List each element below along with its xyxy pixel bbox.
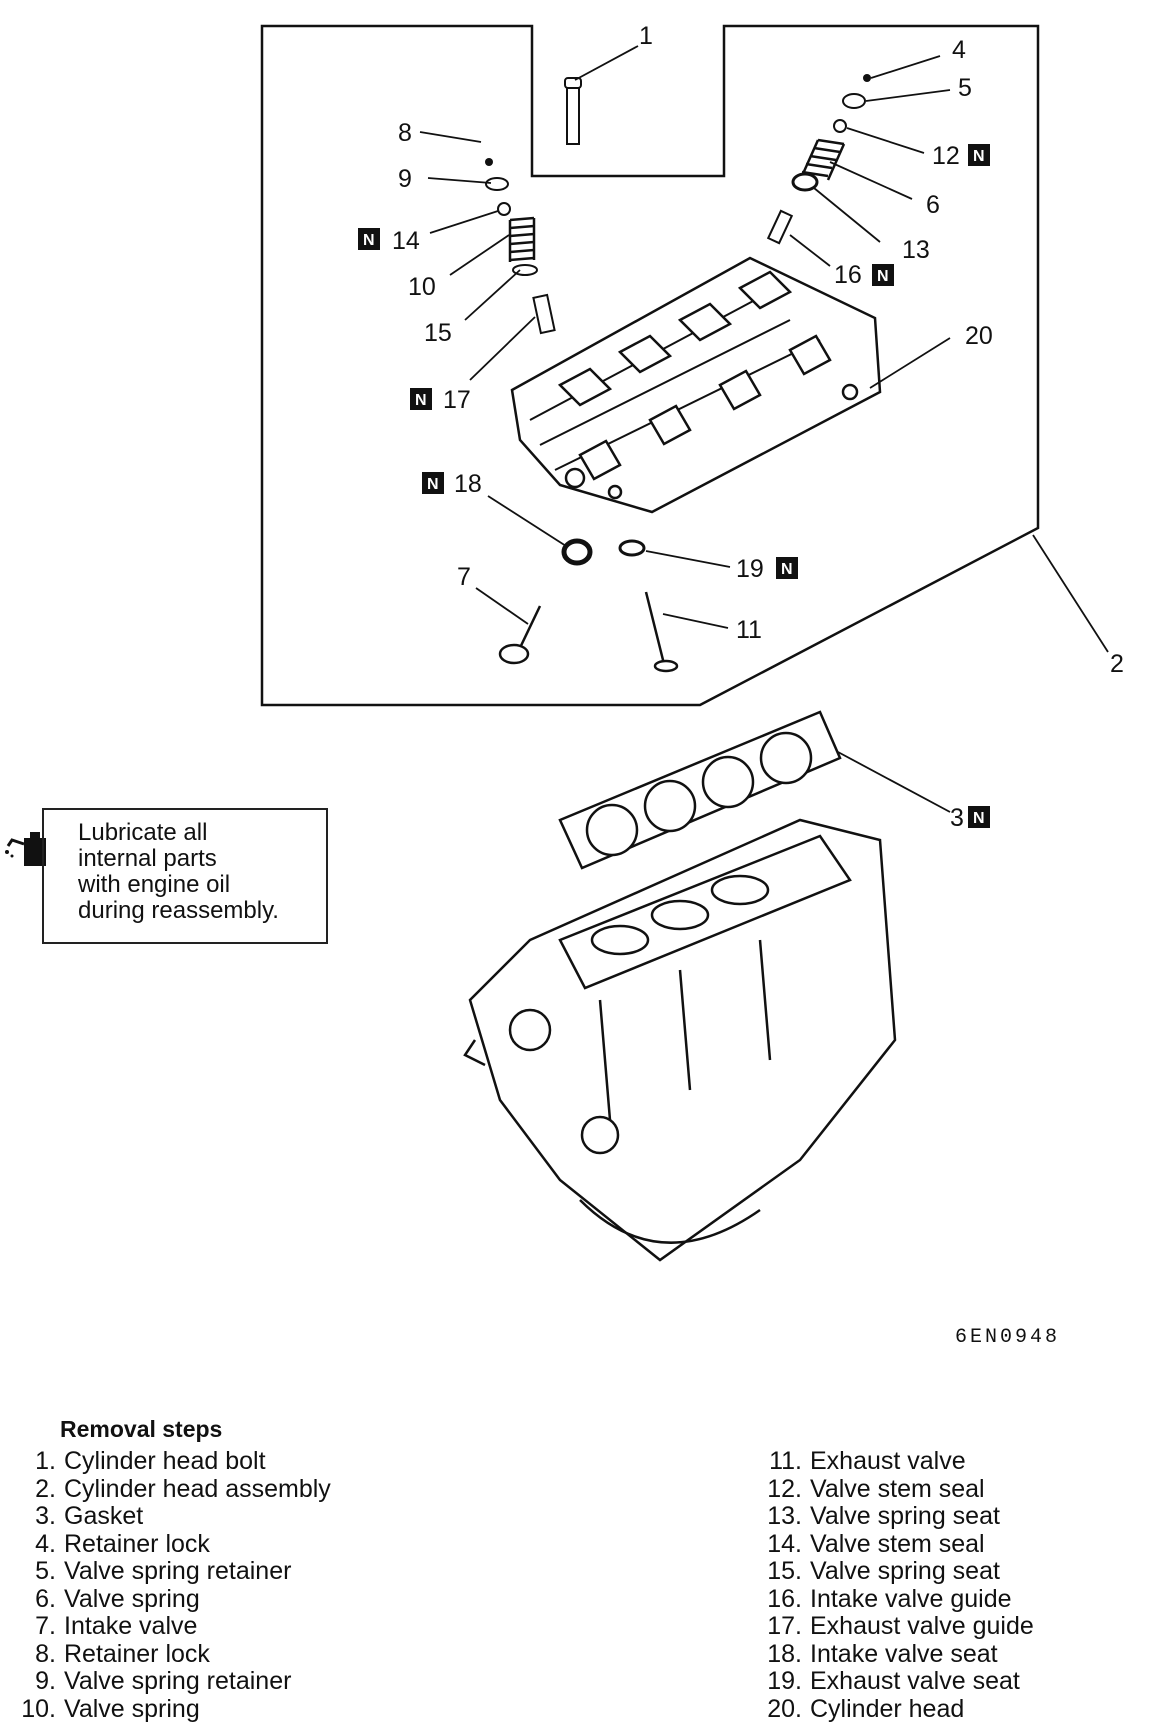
- valve-spring-retainer-part-5: [842, 93, 866, 109]
- callout-5: 5: [958, 74, 972, 102]
- n-marker-16: N: [872, 264, 894, 286]
- callout-3: 3: [950, 804, 964, 832]
- step-item: 2.Cylinder head assembly: [35, 1474, 331, 1503]
- callout-18: 18: [454, 470, 482, 498]
- step-item: 11.Exhaust valve: [769, 1447, 966, 1475]
- svg-text:N: N: [427, 476, 439, 493]
- assembly-frame: [260, 24, 1040, 707]
- intake-valve-seat-part-18: [561, 538, 593, 566]
- removal-steps-left: 1.Cylinder head bolt 2.Cylinder head ass…: [20, 1447, 331, 1723]
- n-marker-18: N: [422, 472, 444, 494]
- step-item: 12.Valve stem seal: [767, 1474, 985, 1503]
- step-item: 10.Valve spring: [21, 1694, 200, 1723]
- step-item: 13.Valve spring seat: [767, 1502, 1000, 1530]
- step-item: 6.Valve spring: [35, 1584, 200, 1613]
- valve-spring-retainer-part-9: [485, 177, 509, 191]
- callout-9: 9: [398, 165, 412, 193]
- n-marker-3: N: [968, 806, 990, 828]
- cylinder-head-bolt: [564, 77, 582, 145]
- removal-steps-title: Removal steps: [60, 1416, 223, 1442]
- callout-14: 14: [392, 227, 420, 255]
- callout-16: 16: [834, 261, 862, 289]
- intake-valve-part-7: [498, 605, 542, 665]
- svg-text:N: N: [973, 148, 985, 165]
- callout-15: 15: [424, 319, 452, 347]
- callout-10: 10: [408, 273, 436, 301]
- callout-20: 20: [965, 322, 993, 350]
- valve-spring-part-6: [800, 138, 846, 181]
- n-marker-19: N: [776, 557, 798, 579]
- exhaust-valve-part-11: [644, 591, 679, 673]
- note-line-4: during reassembly.: [78, 897, 279, 924]
- intake-valve-guide-part-16: [766, 209, 794, 245]
- retainer-lock-part-4: [863, 74, 871, 82]
- note-line-1: Lubricate all: [78, 819, 208, 846]
- step-item: 16.Intake valve guide: [767, 1584, 1012, 1613]
- callout-1: 1: [639, 22, 653, 50]
- svg-text:N: N: [973, 810, 985, 827]
- step-item: 15.Valve spring seat: [767, 1557, 1000, 1585]
- callout-4: 4: [952, 36, 966, 64]
- svg-text:N: N: [877, 268, 889, 285]
- exhaust-valve-seat-part-19: [618, 539, 646, 557]
- callout-8: 8: [398, 119, 412, 147]
- note-line-2: internal parts: [78, 845, 217, 872]
- callout-2: 2: [1110, 650, 1124, 678]
- step-item: 8.Retainer lock: [35, 1639, 210, 1668]
- n-marker-12: N: [968, 144, 990, 166]
- step-item: 5.Valve spring retainer: [35, 1557, 292, 1585]
- step-item: 18.Intake valve seat: [767, 1639, 998, 1668]
- valve-spring-seat-part-13: [791, 172, 819, 192]
- cylinder-block: [463, 818, 897, 1262]
- new-part-markers: N N N N N N N: [358, 144, 990, 828]
- callout-11: 11: [736, 616, 762, 644]
- step-item: 19.Exhaust valve seat: [767, 1667, 1020, 1695]
- step-item: 3.Gasket: [35, 1502, 144, 1530]
- step-item: 9.Valve spring retainer: [35, 1667, 292, 1695]
- step-item: 17.Exhaust valve guide: [767, 1612, 1034, 1640]
- callout-7: 7: [457, 563, 471, 591]
- leader-lines: [419, 45, 1109, 813]
- valve-stem-seal-part-12: [833, 119, 847, 133]
- callout-19: 19: [736, 555, 764, 583]
- callout-numbers: 1 4 5 8 12 9 6 14 13 16 10 15 20 17 18 1…: [392, 22, 1124, 832]
- cylinder-head-part-20: [510, 256, 882, 514]
- callout-17: 17: [443, 386, 471, 414]
- note-line-3: with engine oil: [78, 871, 231, 898]
- oil-can-icon: [5, 832, 46, 866]
- n-marker-14: N: [358, 228, 380, 250]
- exhaust-valve-guide-part-17: [532, 293, 556, 335]
- retainer-lock-part-8: [485, 158, 493, 166]
- lubrication-note: Lubricate all internal parts with engine…: [42, 808, 328, 944]
- callout-6: 6: [926, 191, 940, 219]
- svg-text:N: N: [363, 232, 375, 249]
- callout-12: 12: [932, 142, 960, 170]
- svg-text:N: N: [781, 561, 793, 578]
- step-item: 7.Intake valve: [35, 1612, 198, 1640]
- valve-spring-seat-part-15: [512, 264, 538, 276]
- step-item: 4.Retainer lock: [35, 1529, 210, 1558]
- step-item: 20.Cylinder head: [767, 1694, 965, 1723]
- n-marker-17: N: [410, 388, 432, 410]
- removal-steps-right: 11.Exhaust valve 12.Valve stem seal 13.V…: [766, 1447, 1034, 1723]
- callout-13: 13: [902, 236, 930, 264]
- svg-text:N: N: [415, 392, 427, 409]
- step-item: 14.Valve stem seal: [767, 1529, 985, 1558]
- figure-code: 6EN0948: [955, 1326, 1061, 1349]
- step-item: 1.Cylinder head bolt: [35, 1447, 266, 1475]
- valve-stem-seal-part-14: [497, 202, 511, 216]
- head-gasket-part-3: [558, 710, 842, 870]
- valve-spring-part-10: [508, 216, 536, 262]
